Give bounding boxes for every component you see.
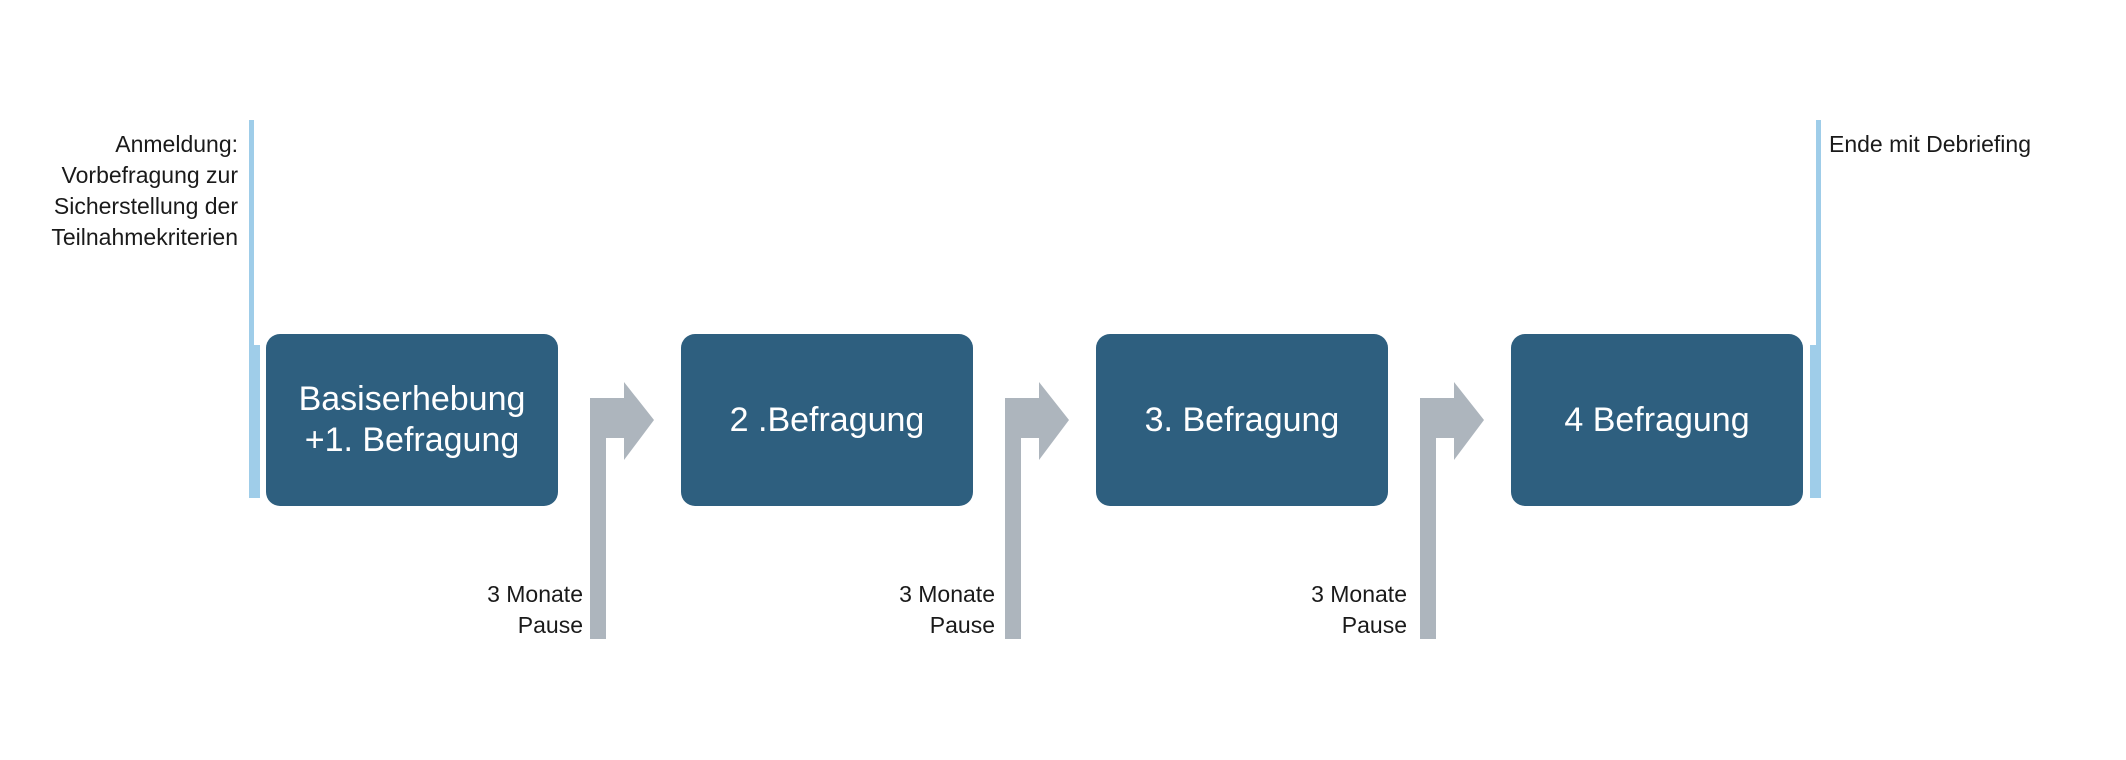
pause-arrow-2 (1005, 382, 1069, 639)
pause-label-2: 3 Monate Pause (855, 579, 995, 641)
stage-box-4: 4 Befragung (1511, 334, 1803, 506)
pause-1-line-2: Pause (517, 612, 583, 638)
pause-2-line-2: Pause (929, 612, 995, 638)
pause-3-line-2: Pause (1341, 612, 1407, 638)
end-bracket-foot (1810, 345, 1821, 498)
pause-label-3: 3 Monate Pause (1267, 579, 1407, 641)
start-note-line-3: Sicherstellung der (53, 193, 238, 219)
pause-2-line-1: 3 Monate (899, 581, 995, 607)
start-note-line-4: Teilnahmekriterien (51, 224, 238, 250)
stage-4-line-1: 4 Befragung (1564, 400, 1750, 439)
start-note-line-1: Anmeldung: (115, 131, 238, 157)
pause-3-line-1: 3 Monate (1311, 581, 1407, 607)
pause-1-line-1: 3 Monate (487, 581, 583, 607)
stage-box-1: Basiserhebung +1. Befragung (266, 334, 558, 506)
start-bracket-line (249, 120, 254, 498)
start-note: Anmeldung: Vorbefragung zur Sicherstellu… (51, 129, 238, 253)
pause-arrow-3 (1420, 382, 1484, 639)
stage-box-3: 3. Befragung (1096, 334, 1388, 506)
end-note-line-1: Ende mit Debriefing (1829, 131, 2031, 157)
stage-2-line-1: 2 .Befragung (729, 400, 925, 439)
start-note-line-2: Vorbefragung zur (61, 162, 238, 188)
pause-arrow-1 (590, 382, 654, 639)
stage-1-line-1: Basiserhebung (298, 380, 526, 418)
end-note: Ende mit Debriefing (1829, 129, 2031, 160)
stage-3-line-1: 3. Befragung (1144, 400, 1340, 439)
pause-label-1: 3 Monate Pause (443, 579, 583, 641)
start-bracket-foot (249, 345, 260, 498)
stage-box-2: 2 .Befragung (681, 334, 973, 506)
end-bracket (1810, 120, 1821, 498)
stage-1-line-2: +1. Befragung (304, 421, 520, 459)
end-bracket-line (1816, 120, 1821, 498)
start-bracket (249, 120, 260, 498)
